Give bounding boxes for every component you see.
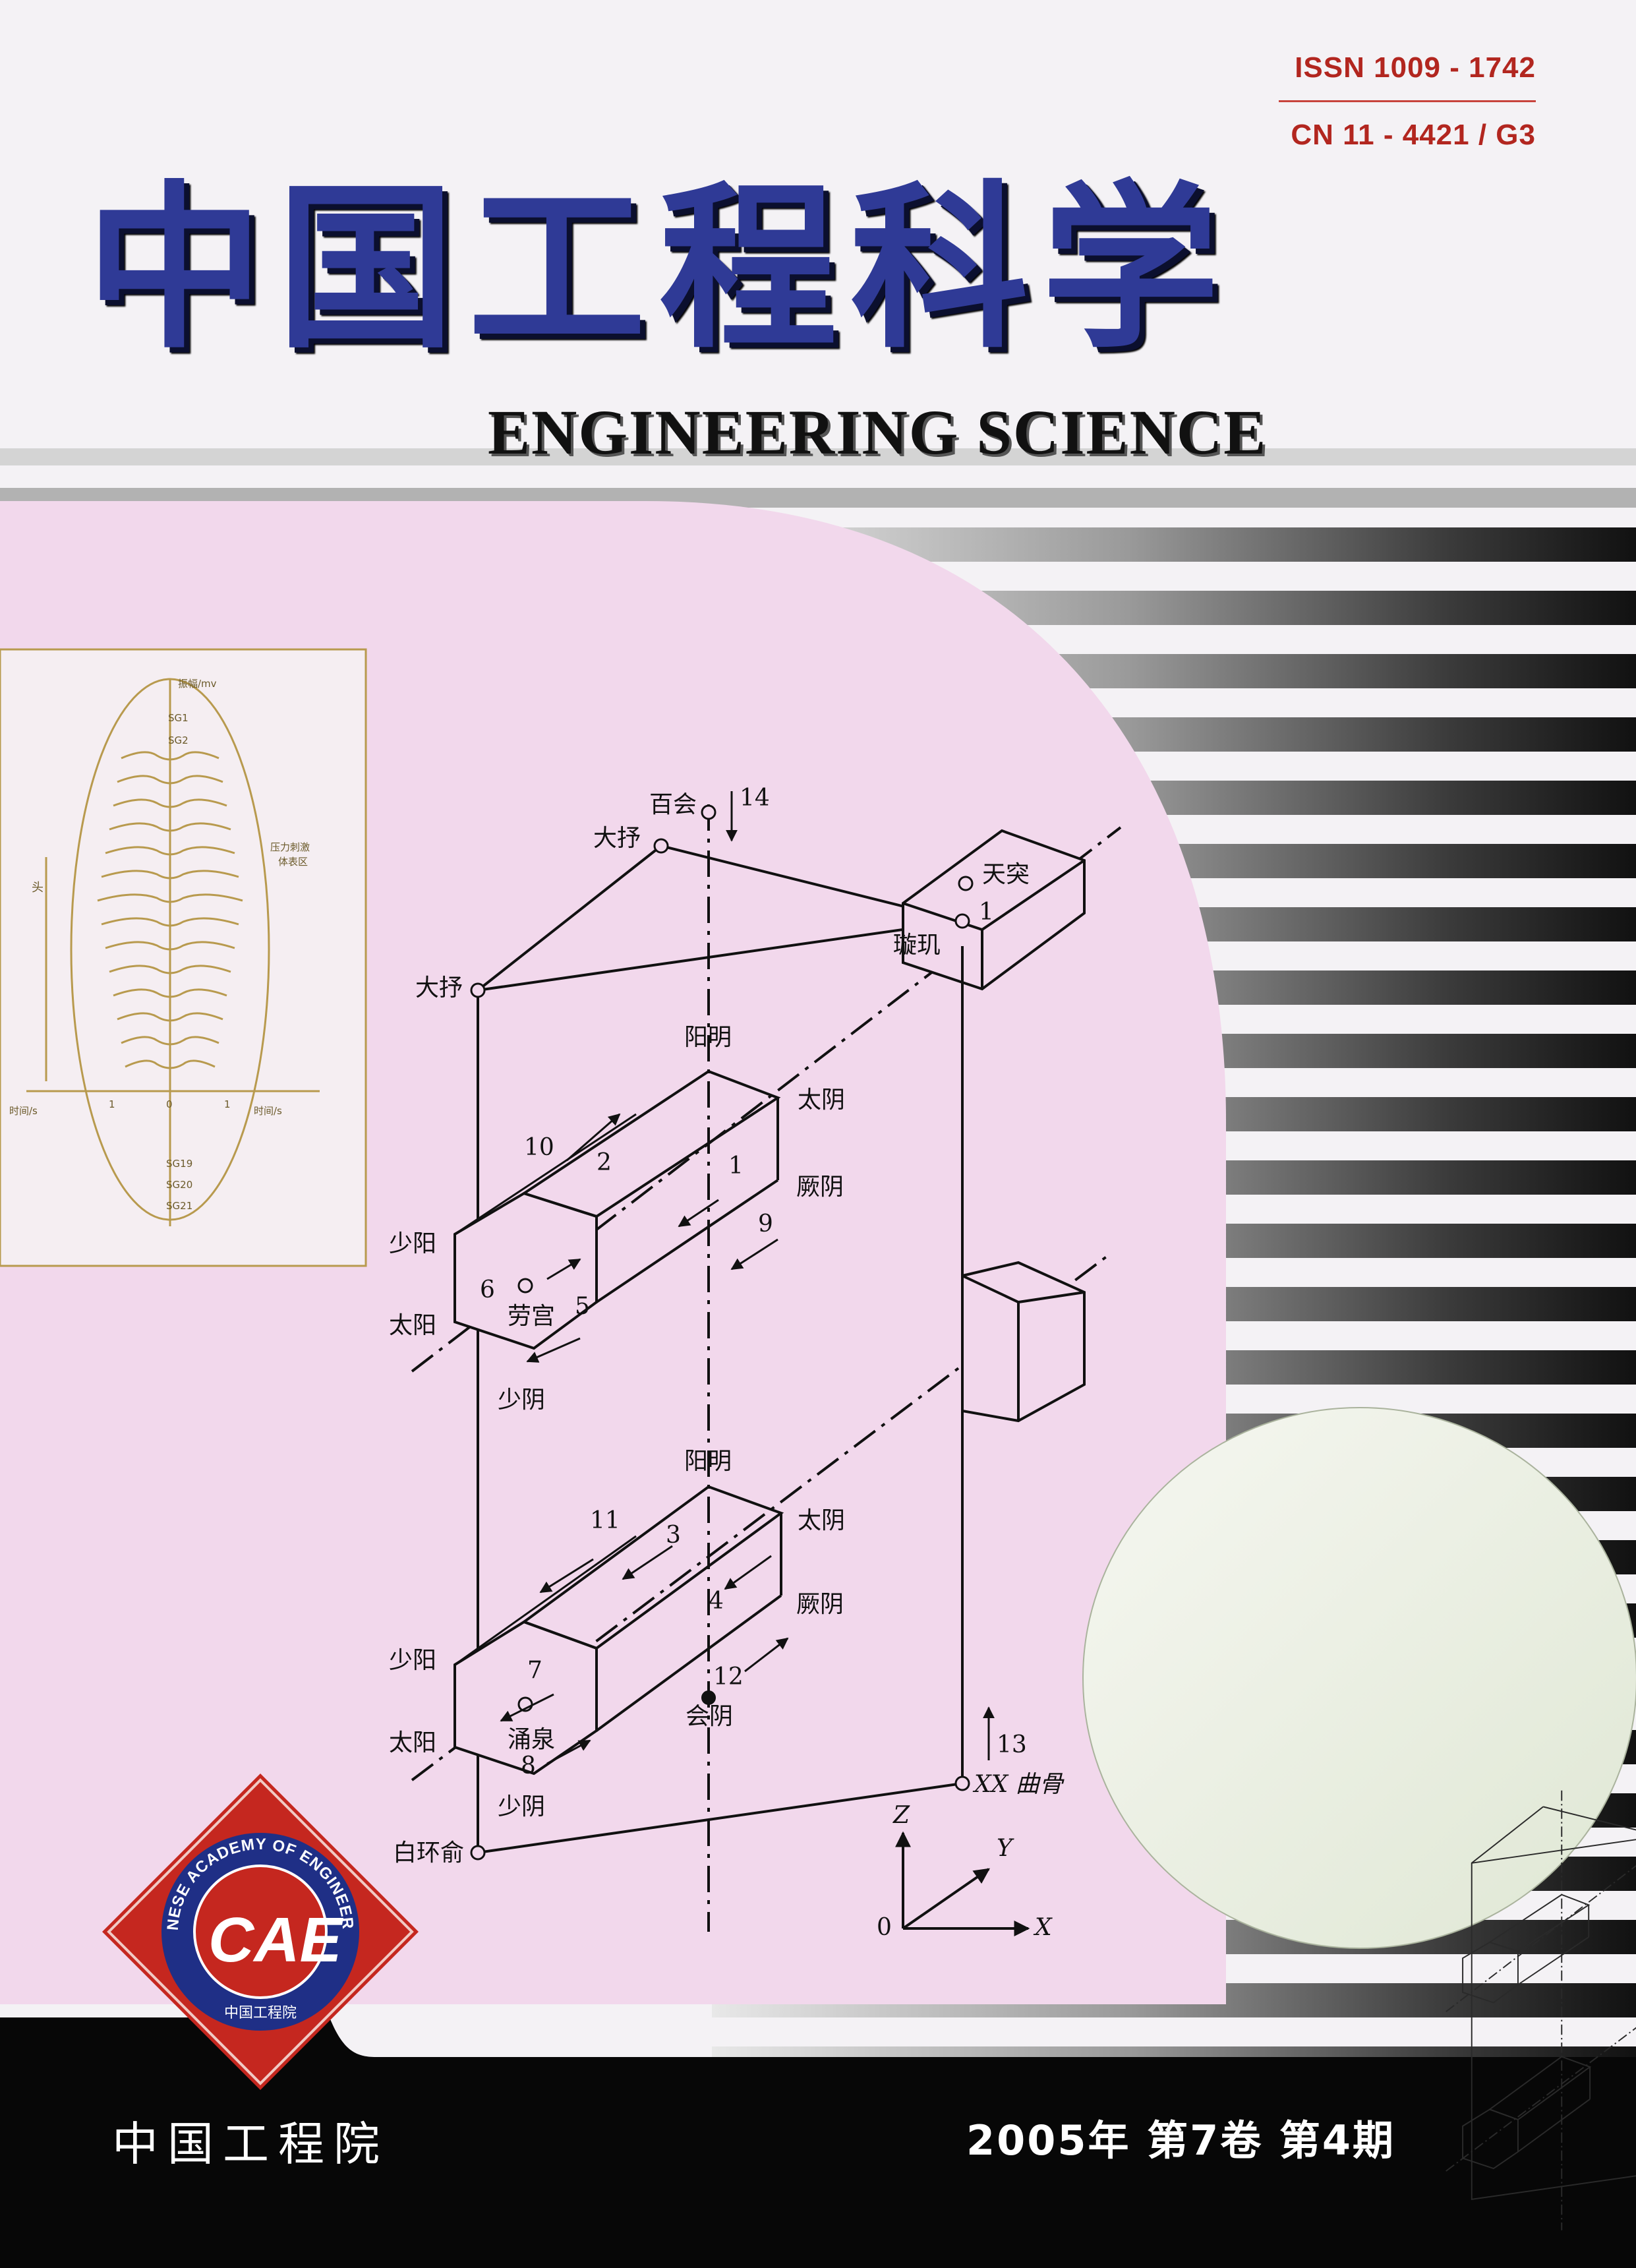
chart-left-label: 头: [32, 881, 44, 895]
signal-wave: [101, 917, 239, 927]
label-jueyin-1: 厥阴: [796, 1174, 844, 1201]
issue-info: 2005年 第7卷 第4期: [966, 2116, 1396, 2164]
label-8: 8: [521, 1752, 536, 1779]
cn-number: CN 11 - 4421 / G3: [1291, 119, 1536, 151]
label-shaoyang-1: 少阳: [389, 1230, 436, 1257]
logo-cn-text: 中国工程院: [224, 2005, 297, 2021]
bottom-bar: [0, 2017, 1636, 2268]
meridian-diagram: [411, 791, 1122, 1936]
signal-wave: [121, 1036, 219, 1046]
label-taiyang-2: 太阳: [389, 1729, 436, 1756]
label-yangming-2: 阳明: [684, 1448, 732, 1475]
axis-origin-label: 0: [877, 1914, 892, 1941]
label-shaoyang-2: 少阳: [389, 1647, 436, 1674]
top-stripes: [0, 448, 1636, 508]
logo-abbr: CAE: [208, 1905, 342, 1975]
label-baihui: 百会: [649, 791, 697, 818]
signal-wave: [113, 988, 227, 998]
signal-wave: [117, 775, 223, 785]
label-dazhu-left: 大抒: [415, 974, 463, 1001]
axis-x-label: X: [1033, 1914, 1053, 1941]
label-laogong: 劳宫: [508, 1303, 555, 1330]
signal-wave: [105, 941, 235, 951]
thumbnail-oval: [1082, 1407, 1636, 2230]
chart-y-label: 振幅/mv: [178, 678, 217, 690]
label-11: 11: [590, 1507, 620, 1534]
chart-sg1: SG1: [168, 712, 189, 724]
label-yongquan: 涌泉: [508, 1726, 555, 1753]
label-taiyang-1: 太阳: [389, 1312, 436, 1339]
label-tiantu: 天突: [982, 861, 1030, 888]
signal-wave: [101, 870, 239, 880]
label-14: 14: [740, 785, 770, 812]
signal-wave: [117, 1012, 223, 1022]
label-xuanji: 璇玑: [893, 932, 941, 959]
issn-number: ISSN 1009 - 1742: [1295, 51, 1536, 84]
label-13: 13: [997, 1731, 1027, 1758]
label-1-mid: 1: [728, 1152, 744, 1179]
chart-labels: 振幅/mv 头 时间/s 时间/s 0 1 1 压力刺激 体表区 SG1 SG2…: [9, 678, 310, 1212]
label-9: 9: [758, 1210, 773, 1238]
chart-x-label-right: 时间/s: [254, 1105, 282, 1117]
chart-sg20: SG20: [166, 1179, 192, 1191]
signal-wave: [109, 965, 231, 974]
chart-sg2: SG2: [168, 734, 189, 746]
axis-z-label: Z: [892, 1802, 910, 1829]
diagram-labels: 百会 14 大抒 天突 1 璇玑 大抒 阳明 太阴 10 2 1 厥阴 9 少阳…: [389, 785, 1065, 1941]
label-5: 5: [575, 1293, 590, 1320]
label-4: 4: [709, 1588, 724, 1615]
signal-wave: [113, 798, 227, 808]
signal-wave: [125, 1059, 216, 1069]
title-english: ENGINEERING SCIENCE: [488, 397, 1268, 467]
signal-wave: [105, 846, 235, 856]
title-chinese: 中国工程科学: [86, 165, 1233, 373]
label-taiyin-1: 太阴: [798, 1087, 845, 1114]
label-shaoyin-1: 少阴: [498, 1387, 545, 1414]
label-1-top: 1: [979, 899, 994, 926]
label-jueyin-2: 厥阴: [796, 1591, 844, 1618]
chart-annotation-1: 压力刺激: [270, 841, 310, 853]
chart-tick-right: 1: [224, 1098, 231, 1110]
label-10: 10: [524, 1134, 554, 1161]
label-huiyin: 会阴: [686, 1703, 733, 1730]
chart-sg21: SG21: [166, 1200, 192, 1212]
chart-sg19: SG19: [166, 1158, 192, 1170]
label-yangming-1: 阳明: [684, 1024, 732, 1051]
label-baihuanshu: 白环俞: [393, 1839, 464, 1866]
label-2: 2: [597, 1149, 612, 1176]
signal-wave: [109, 822, 231, 832]
label-3: 3: [666, 1522, 681, 1549]
signal-chart: [0, 648, 367, 1267]
label-qugu: XX 曲骨: [972, 1771, 1065, 1798]
label-taiyin-2: 太阴: [798, 1507, 845, 1534]
chart-x-label-left: 时间/s: [9, 1105, 38, 1117]
signal-wave: [97, 893, 243, 903]
chart-tick-left: 1: [109, 1098, 115, 1110]
signal-wave: [121, 751, 219, 761]
label-7: 7: [527, 1657, 542, 1684]
issn-divider: [1279, 100, 1536, 102]
label-shaoyin-2: 少阴: [498, 1793, 545, 1820]
publisher-name: 中国工程院: [112, 2117, 389, 2171]
chart-zero: 0: [166, 1098, 173, 1110]
label-12: 12: [713, 1663, 744, 1690]
label-6: 6: [480, 1276, 495, 1303]
axis-y-label: Y: [997, 1835, 1014, 1862]
label-dazhu-top: 大抒: [593, 825, 641, 852]
chart-annotation-2: 体表区: [278, 856, 308, 868]
